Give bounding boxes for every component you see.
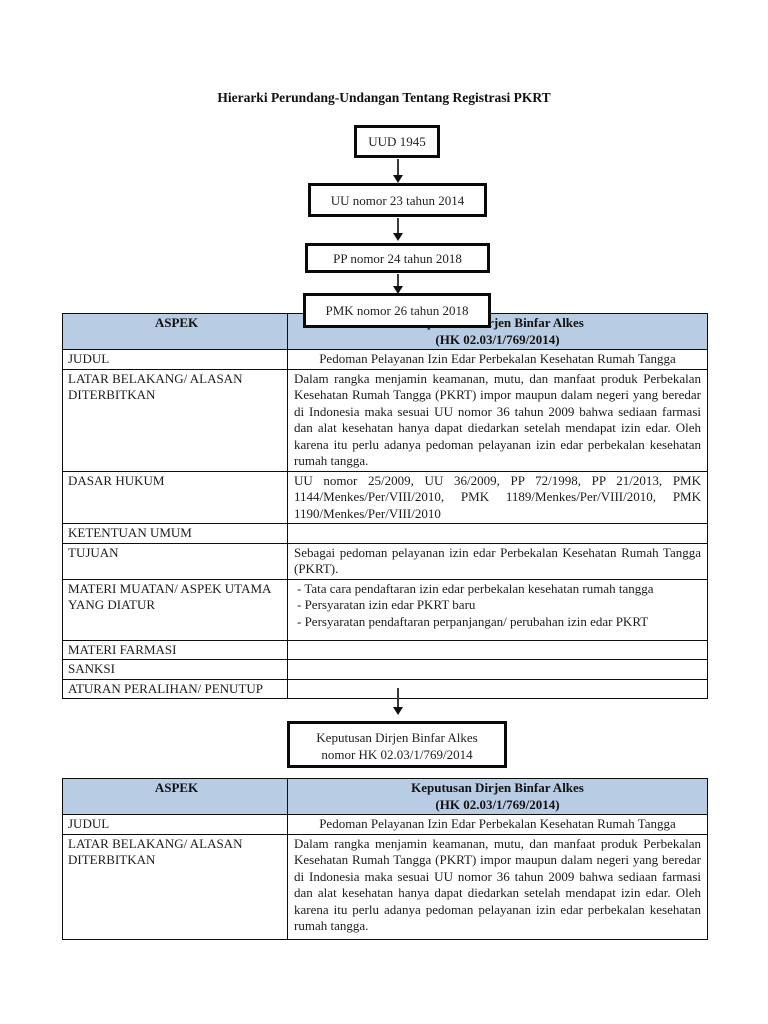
aspek-cell: LATAR BELAKANG/ ALASAN DITERBITKAN bbox=[62, 833, 288, 940]
aspek-cell: LATAR BELAKANG/ ALASAN DITERBITKAN bbox=[62, 368, 288, 472]
value-cell: Pedoman Pelayanan Izin Edar Perbekalan K… bbox=[287, 349, 708, 370]
flow-node-pp-24-2018: PP nomor 24 tahun 2018 bbox=[305, 243, 490, 273]
flow-node-keputusan-dirjen: Keputusan Dirjen Binfar Alkes nomor HK 0… bbox=[287, 721, 507, 768]
table-row: ATURAN PERALIHAN/ PENUTUP bbox=[62, 678, 708, 699]
aspek-cell: DASAR HUKUM bbox=[62, 470, 288, 524]
aspek-cell: KETENTUAN UMUM bbox=[62, 523, 288, 544]
value-cell: UU nomor 25/2009, UU 36/2009, PP 72/1998… bbox=[287, 470, 708, 524]
bullet-item: - Persyaratan izin edar PKRT baru bbox=[297, 597, 476, 612]
aspek-cell: SANKSI bbox=[62, 659, 288, 680]
value-cell bbox=[287, 523, 708, 544]
flow-node-label-line2: nomor HK 02.03/1/769/2014 bbox=[321, 746, 473, 762]
header-keputusan: Keputusan Dirjen Binfar Alkes (HK 02.03/… bbox=[287, 778, 708, 815]
value-cell: Pedoman Pelayanan Izin Edar Perbekalan K… bbox=[287, 814, 708, 835]
flow-node-label: UUD 1945 bbox=[368, 134, 426, 149]
flow-node-pmk-26-2018: PMK nomor 26 tahun 2018 bbox=[303, 293, 491, 328]
value-cell bbox=[287, 678, 708, 699]
aspek-table-1: ASPEK Keputusan Dirjen Binfar Alkes (HK … bbox=[62, 313, 708, 699]
aspek-table-2: ASPEK Keputusan Dirjen Binfar Alkes (HK … bbox=[62, 778, 708, 940]
arrow-down-icon bbox=[393, 159, 402, 183]
value-cell: Dalam rangka menjamin keamanan, mutu, da… bbox=[287, 833, 708, 940]
aspek-cell: ATURAN PERALIHAN/ PENUTUP bbox=[62, 678, 288, 699]
aspek-cell: MATERI MUATAN/ ASPEK UTAMA YANG DIATUR bbox=[62, 578, 288, 641]
header-line2: (HK 02.03/1/769/2014) bbox=[435, 796, 560, 812]
page-title: Hierarki Perundang-Undangan Tentang Regi… bbox=[217, 90, 551, 105]
aspek-cell: TUJUAN bbox=[62, 542, 288, 580]
value-cell bbox=[287, 659, 708, 680]
header-line2: (HK 02.03/1/769/2014) bbox=[435, 331, 560, 347]
flow-node-uud-1945: UUD 1945 bbox=[354, 125, 440, 158]
table-header-row: ASPEK Keputusan Dirjen Binfar Alkes (HK … bbox=[62, 778, 708, 815]
bullet-item: - Persyaratan pendaftaran perpanjangan/ … bbox=[297, 613, 649, 629]
table-row: JUDUL Pedoman Pelayanan Izin Edar Perbek… bbox=[62, 814, 708, 835]
table-row: MATERI MUATAN/ ASPEK UTAMA YANG DIATUR -… bbox=[62, 578, 708, 641]
flow-node-label-line1: Keputusan Dirjen Binfar Alkes bbox=[316, 729, 478, 745]
arrow-down-icon bbox=[393, 274, 402, 294]
flow-node-label: PMK nomor 26 tahun 2018 bbox=[325, 303, 469, 318]
table-row: SANKSI bbox=[62, 659, 708, 680]
arrow-down-icon bbox=[393, 688, 402, 715]
header-line1: Keputusan Dirjen Binfar Alkes bbox=[411, 780, 584, 795]
arrow-down-icon bbox=[393, 218, 402, 241]
flow-node-label: PP nomor 24 tahun 2018 bbox=[333, 250, 462, 266]
value-cell bbox=[287, 639, 708, 660]
header-aspek: ASPEK bbox=[62, 313, 288, 350]
aspek-cell: JUDUL bbox=[62, 814, 288, 835]
value-cell: - Tata cara pendaftaran izin edar perbek… bbox=[287, 578, 708, 641]
table-row: KETENTUAN UMUM bbox=[62, 523, 708, 544]
aspek-cell: JUDUL bbox=[62, 349, 288, 370]
table-row: MATERI FARMASI bbox=[62, 639, 708, 660]
table-row: DASAR HUKUM UU nomor 25/2009, UU 36/2009… bbox=[62, 470, 708, 524]
value-cell: Dalam rangka menjamin keamanan, mutu, da… bbox=[287, 368, 708, 472]
table-row: TUJUAN Sebagai pedoman pelayanan izin ed… bbox=[62, 542, 708, 580]
table-row: JUDUL Pedoman Pelayanan Izin Edar Perbek… bbox=[62, 349, 708, 370]
flow-node-label: UU nomor 23 tahun 2014 bbox=[330, 192, 465, 208]
table-row: LATAR BELAKANG/ ALASAN DITERBITKAN Dalam… bbox=[62, 833, 708, 940]
aspek-cell: MATERI FARMASI bbox=[62, 639, 288, 660]
header-aspek: ASPEK bbox=[62, 778, 288, 815]
table-row: LATAR BELAKANG/ ALASAN DITERBITKAN Dalam… bbox=[62, 368, 708, 472]
value-cell: Sebagai pedoman pelayanan izin edar Perb… bbox=[287, 542, 708, 580]
bullet-item: - Tata cara pendaftaran izin edar perbek… bbox=[297, 580, 654, 596]
flow-node-uu-23-2014: UU nomor 23 tahun 2014 bbox=[308, 183, 487, 217]
